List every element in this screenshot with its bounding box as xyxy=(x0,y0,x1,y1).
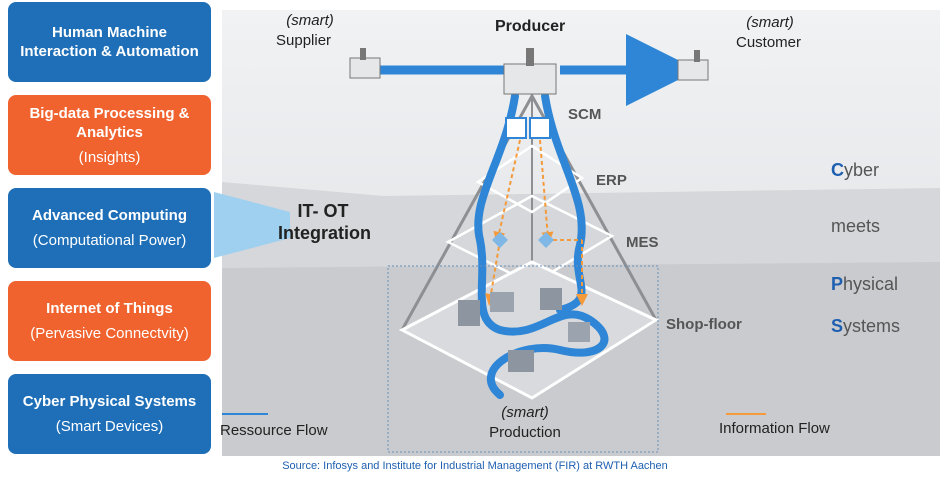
box-iot-subtitle: (Pervasive Connectvity) xyxy=(30,325,189,342)
customer-factory-icon xyxy=(677,50,709,81)
supplier-smart-label: (smart) xyxy=(286,12,334,29)
it-ot-label: IT- OT Integration xyxy=(278,201,371,243)
machine-icon xyxy=(540,288,562,310)
production-label: Production xyxy=(489,424,561,441)
production-smart-label: (smart) xyxy=(501,404,549,421)
box-advanced-computing-subtitle: (Computational Power) xyxy=(32,232,187,249)
box-cps-title: Cyber Physical Systems xyxy=(22,393,197,410)
producer-factory-icon xyxy=(503,48,557,95)
customer-label: Customer xyxy=(736,34,802,51)
machine-icon xyxy=(490,292,514,312)
cps-word-physical: Physical xyxy=(831,274,899,294)
mes-node-left xyxy=(492,232,508,248)
box-cps: Cyber Physical Systems (Smart Devices) xyxy=(8,374,211,454)
box-big-data: Big-data Processing & Analytics (Insight… xyxy=(8,95,211,175)
it-ot-wedge xyxy=(214,192,290,258)
level-shopfloor-label: Shop-floor xyxy=(666,316,742,333)
producer-label: Producer xyxy=(495,18,566,35)
box-big-data-title: Big-data Processing & Analytics xyxy=(29,104,190,141)
resource-flow-path xyxy=(474,92,609,399)
scm-node-left xyxy=(505,117,527,139)
box-big-data-subtitle: (Insights) xyxy=(78,148,141,166)
customer-smart-label: (smart) xyxy=(746,14,794,31)
supplier-label: Supplier xyxy=(276,32,332,49)
cps-word-cyber: Cyber xyxy=(831,160,880,180)
resource-flow-legend: Ressource Flow xyxy=(220,422,328,439)
level-erp-label: ERP xyxy=(596,172,627,189)
machine-icon xyxy=(458,300,480,326)
level-mes-label: MES xyxy=(626,234,659,251)
box-cps-subtitle: (Smart Devices) xyxy=(55,418,164,435)
machine-icon xyxy=(508,350,534,372)
box-iot: Internet of Things (Pervasive Connectvit… xyxy=(8,281,211,361)
mes-node-right xyxy=(538,232,554,248)
machine-icon xyxy=(568,322,590,342)
information-flow-lines xyxy=(485,139,588,306)
cps-word-meets: meets xyxy=(831,216,881,236)
box-hmi: Human Machine Interaction & Automation xyxy=(8,2,211,82)
level-scm-label: SCM xyxy=(568,106,602,123)
supplier-factory-icon xyxy=(349,48,381,79)
box-advanced-computing: Advanced Computing (Computational Power) xyxy=(8,188,211,268)
box-iot-title: Internet of Things xyxy=(46,300,173,317)
cps-word-systems: Systems xyxy=(831,316,901,336)
source-caption: Source: Infosys and Institute for Indust… xyxy=(282,460,668,472)
scm-node-right xyxy=(529,117,551,139)
information-flow-legend: Information Flow xyxy=(719,420,830,437)
left-sidebar: Human Machine Interaction & Automation B… xyxy=(0,0,212,482)
box-hmi-title: Human Machine Interaction & Automation xyxy=(20,24,199,60)
box-advanced-computing-title: Advanced Computing xyxy=(31,207,187,224)
